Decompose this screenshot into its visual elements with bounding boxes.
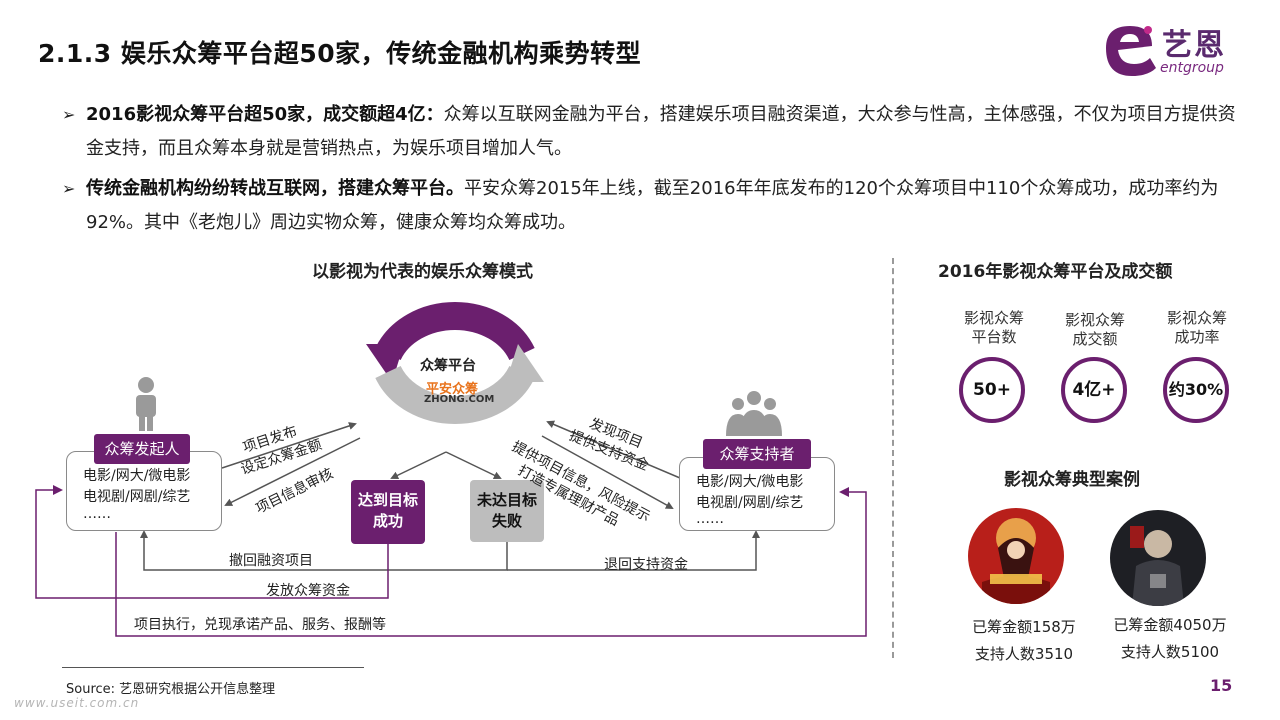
cases-title: 影视众筹典型案例 [1004, 470, 1140, 490]
withdraw-label: 撤回融资项目 [229, 553, 313, 569]
bullet-text: 众筹以互联网金融为平台，搭建娱乐项目融资渠道，大众参与性高，主体感强，不仅为项目… [86, 104, 1236, 159]
case-amount: 已筹金额4050万 [1113, 616, 1227, 634]
case-drama-text: 已筹金额4050万 支持人数5100 [1100, 612, 1240, 666]
stat-label-rate: 影视众筹 成功率 [1152, 309, 1242, 347]
stat-label-line: 平台数 [971, 328, 1017, 346]
success-line: 成功 [372, 512, 403, 530]
initiator-content-line: …… [83, 506, 111, 522]
stat-label-line: 成交额 [1072, 330, 1118, 348]
stat-value-volume: 4亿+ [1061, 357, 1127, 423]
supporter-content-line: 电视剧/网剧/综艺 [696, 495, 804, 511]
case-supporters: 支持人数5100 [1120, 643, 1220, 661]
bullet-arrow-icon: ➢ [62, 105, 76, 124]
initiator-content-line: 电影/网大/微电影 [83, 468, 191, 484]
fail-line: 失败 [491, 512, 522, 530]
supporter-content-line: …… [696, 511, 724, 527]
entgroup-logo: 艺恩 entgroup [1098, 20, 1248, 80]
page-title: 2.1.3 娱乐众筹平台超50家，传统金融机构乘势转型 [38, 39, 642, 68]
source-note: Source: 艺恩研究根据公开信息整理 [66, 682, 276, 697]
supporter-tag: 众筹支持者 [703, 439, 811, 469]
diagram-title: 以影视为代表的娱乐众筹模式 [312, 262, 533, 282]
stat-label-volume: 影视众筹 成交额 [1050, 311, 1140, 349]
platform-brand: 平安众筹 [426, 382, 479, 397]
fail-result-box: 未达目标 失败 [470, 480, 544, 542]
case-amount: 已筹金额158万 [972, 618, 1076, 636]
success-line: 达到目标 [357, 491, 418, 509]
bullet-bold: 2016影视众筹平台超50家，成交额超4亿： [86, 104, 444, 125]
source-divider [62, 667, 364, 668]
stat-label-line: 影视众筹 [1064, 311, 1125, 329]
stat-value-rate: 约30% [1163, 357, 1229, 423]
release-label: 发放众筹资金 [266, 583, 350, 599]
stat-label-line: 成功率 [1174, 328, 1220, 346]
logo-chinese: 艺恩 [1162, 28, 1226, 63]
initiator-box: 电影/网大/微电影 电视剧/网剧/综艺 …… [66, 451, 222, 531]
stat-label-line: 影视众筹 [963, 309, 1024, 327]
stat-label-platforms: 影视众筹 平台数 [949, 309, 1039, 347]
bullet-item: ➢ 2016影视众筹平台超50家，成交额超4亿：众筹以互联网金融为平台，搭建娱乐… [62, 98, 1252, 166]
cycle-icon [366, 302, 544, 424]
bullet-item: ➢ 传统金融机构纷纷转战互联网，搭建众筹平台。平安众筹2015年上线，截至201… [62, 172, 1252, 240]
section-divider [892, 258, 894, 658]
fail-line: 未达目标 [476, 491, 537, 509]
initiator-content-line: 电视剧/网剧/综艺 [83, 489, 191, 505]
stat-label-line: 影视众筹 [1166, 309, 1227, 327]
case-big-fish-text: 已筹金额158万 支持人数3510 [954, 614, 1094, 668]
logo-english: entgroup [1160, 60, 1224, 76]
platform-url: ZHONG.COM [424, 394, 495, 405]
watermark: www.useit.com.cn [14, 696, 140, 710]
platform-label: 众筹平台 [420, 358, 476, 374]
supporter-content-line: 电影/网大/微电影 [696, 474, 804, 490]
poster-big-fish-icon [968, 508, 1064, 604]
page-number: 15 [1210, 676, 1233, 695]
success-result-box: 达到目标 成功 [351, 480, 425, 544]
stat-value-platforms: 50+ [959, 357, 1025, 423]
bullet-arrow-icon: ➢ [62, 179, 76, 198]
group-people-icon [726, 391, 782, 436]
refund-label: 退回支持资金 [604, 557, 688, 573]
initiator-tag: 众筹发起人 [94, 434, 190, 464]
execute-label: 项目执行，兑现承诺产品、服务、报酬等 [134, 617, 386, 633]
bullet-bold: 传统金融机构纷纷转战互联网，搭建众筹平台。 [86, 178, 464, 199]
case-supporters: 支持人数3510 [974, 645, 1074, 663]
logo-mark-icon [1106, 26, 1156, 76]
stats-title: 2016年影视众筹平台及成交额 [938, 262, 1173, 282]
person-icon [136, 377, 156, 431]
bullet-list: ➢ 2016影视众筹平台超50家，成交额超4亿：众筹以互联网金融为平台，搭建娱乐… [62, 98, 1252, 246]
bullet-text: 平安众筹2015年上线，截至2016年年底发布的120个众筹项目中110个众筹成… [86, 178, 1219, 233]
poster-drama-icon [1110, 510, 1206, 606]
